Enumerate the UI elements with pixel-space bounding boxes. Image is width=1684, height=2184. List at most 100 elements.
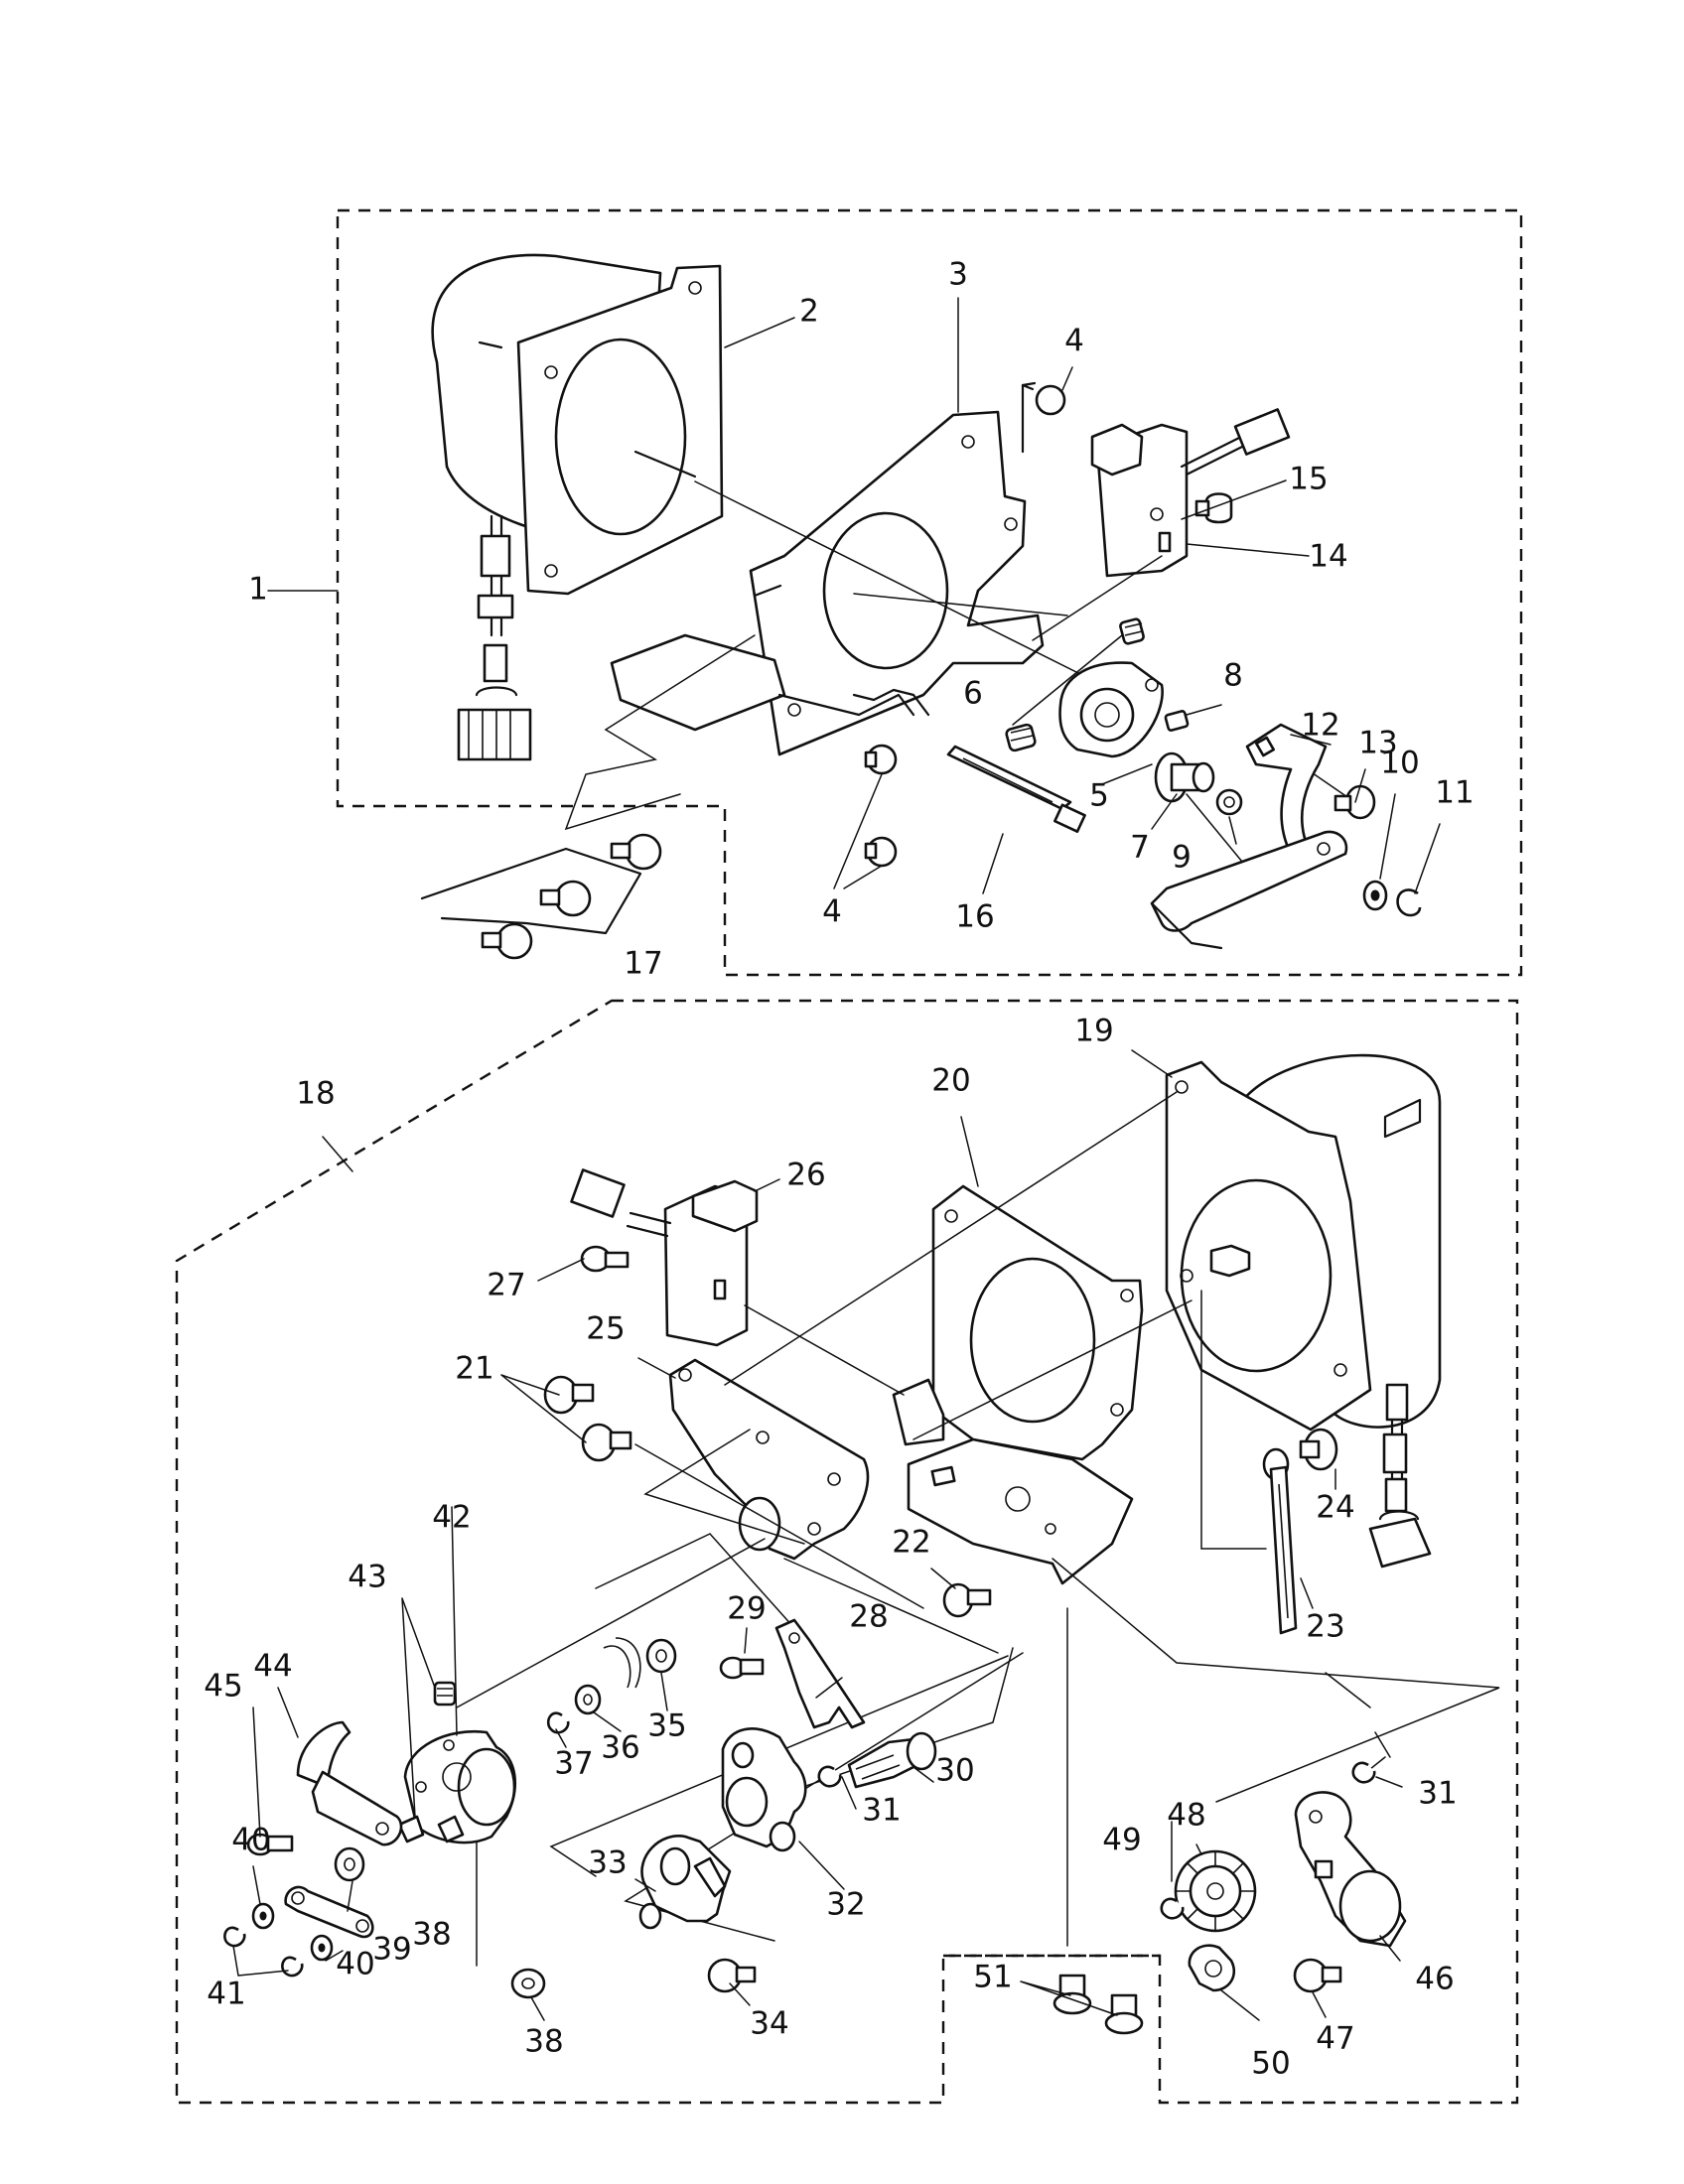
screws-4-lower [864,744,898,868]
callout-35: 35 [647,1708,686,1744]
washer-35 [645,1638,677,1674]
callout-38a: 38 [412,1917,451,1953]
callout-12: 12 [1301,708,1339,744]
washer-40-a [251,1902,275,1930]
callout-3: 3 [948,257,968,293]
slotted-plate-33 [638,1835,732,1930]
callout-2: 2 [799,294,819,330]
callout-46: 46 [1415,1962,1454,1997]
link-39 [284,1885,374,1939]
washer-36 [574,1684,602,1715]
callout-14: 14 [1309,539,1347,575]
e-ring-11 [1396,888,1422,917]
e-ring-41-a [223,1926,246,1948]
screws-21 [543,1375,632,1462]
callout-34: 34 [750,2006,788,2042]
callout-43: 43 [348,1560,386,1595]
callout-6: 6 [963,676,983,712]
spacer-ghost [603,1637,641,1689]
callout-39: 39 [372,1932,411,1968]
shaft-30 [847,1731,937,1789]
callout-40a: 40 [231,1823,270,1858]
callout-18: 18 [296,1076,335,1112]
screw-27 [580,1245,630,1273]
callout-23: 23 [1306,1609,1344,1645]
callout-27: 27 [487,1268,525,1303]
set-screw-8 [1164,710,1190,732]
motor-bracket-20 [892,1184,1144,1585]
stepper-motor-2 [431,253,724,761]
callout-16: 16 [955,899,994,935]
screw-29 [719,1656,765,1680]
callout-19: 19 [1074,1014,1113,1049]
callout-4a: 4 [1064,324,1084,359]
callout-38b: 38 [524,2024,563,2060]
sensor-26 [570,1168,759,1347]
set-screw-43 [433,1681,457,1706]
callout-22: 22 [892,1525,930,1561]
callout-4b: 4 [822,894,842,930]
cam-plate-32 [721,1727,807,1852]
motor-bracket-3 [610,410,1045,756]
callout-leaders-lower [232,1049,1403,2021]
e-ring-49 [1160,1897,1185,1920]
callout-44: 44 [253,1649,292,1685]
callout-leaders-upper [267,297,1441,894]
callout-20: 20 [931,1063,970,1099]
callout-17: 17 [624,946,662,982]
hub-42 [397,1729,517,1844]
callout-41: 41 [207,1977,245,2012]
screw-47 [1293,1958,1342,1993]
callout-26: 26 [786,1158,825,1193]
callout-42: 42 [432,1500,471,1536]
callout-31b: 31 [1418,1776,1457,1812]
callout-11: 11 [1435,775,1474,811]
screw-34 [707,1958,757,1993]
slotted-plate-12 [1245,723,1328,856]
screws-51 [1052,1974,1144,2035]
callout-7: 7 [1130,830,1150,866]
callout-25: 25 [586,1311,625,1347]
callout-51: 51 [973,1960,1012,1995]
gear-48 [1174,1849,1257,1933]
coupling-hub-5 [1058,661,1164,758]
callout-labels: 1 18 51 2 3 4 4 5 6 7 8 9 10 11 12 13 14… [204,257,1474,2082]
set-screw-6 [1005,617,1145,752]
callout-49: 49 [1102,1823,1141,1858]
callout-15: 15 [1289,462,1328,497]
callout-10: 10 [1380,746,1419,781]
callout-48: 48 [1167,1798,1205,1834]
callout-1: 1 [248,572,268,608]
callout-8: 8 [1223,658,1243,694]
mounting-plate-25 [668,1358,870,1561]
washer-10 [1362,880,1388,911]
assembly-18-boundary [175,999,1519,2105]
callout-5: 5 [1089,778,1109,814]
lower-assembly-leader-lines [456,1091,1500,1967]
callout-24: 24 [1316,1490,1354,1526]
e-ring-37 [546,1711,570,1734]
callout-13: 13 [1358,726,1397,761]
screw-45 [246,1833,294,1856]
cam-arm-46 [1294,1791,1407,1948]
callout-21: 21 [455,1351,493,1387]
assembly-1-boundary [336,208,1523,977]
cable-tie-23 [1269,1465,1298,1635]
callout-50: 50 [1251,2046,1290,2082]
screw-15 [1194,492,1233,524]
screw-4-top [1021,381,1066,454]
screws-17 [420,833,662,960]
callout-29: 29 [727,1591,766,1627]
washer-40-b [310,1934,334,1962]
callout-47: 47 [1316,2021,1354,2057]
bushing-7 [1154,751,1215,803]
callout-37: 37 [554,1746,593,1782]
e-ring-31-b [1351,1761,1376,1784]
arm-44 [296,1720,403,1846]
stepper-motor-19 [1165,1053,1442,1569]
callout-28: 28 [849,1599,888,1635]
callout-31a: 31 [862,1793,901,1829]
bracket-28 [774,1618,866,1729]
callout-9: 9 [1172,840,1192,876]
